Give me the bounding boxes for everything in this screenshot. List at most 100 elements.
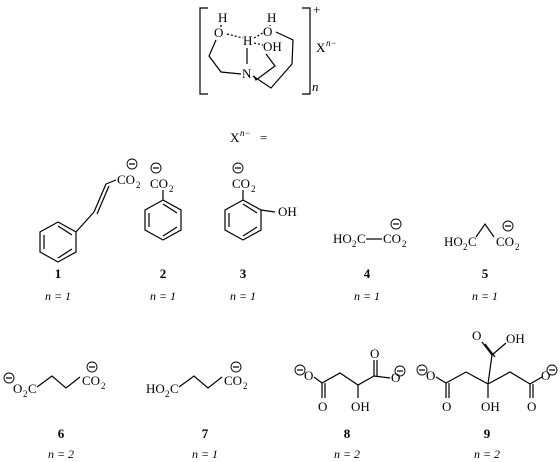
- charge-label: n = 1: [45, 289, 71, 303]
- svg-text:2: 2: [165, 389, 170, 399]
- charge-label: n = 1: [354, 289, 380, 303]
- atom-o-left: O: [214, 25, 223, 40]
- svg-text:C: C: [170, 381, 179, 396]
- compound-number: 2: [160, 266, 167, 281]
- anion-1-structure: CO 2: [39, 158, 141, 263]
- svg-text:2: 2: [101, 381, 106, 391]
- negative-charge-icon: [3, 372, 15, 384]
- svg-text:CO: CO: [383, 231, 401, 246]
- svg-text:2: 2: [169, 184, 174, 194]
- compound-labels: 1 n = 1 2 n = 1 3 n = 1 4 n = 1 5 n = 1 …: [45, 266, 500, 461]
- anion-2-structure: CO 2: [144, 162, 182, 241]
- svg-text:n−: n−: [240, 128, 251, 138]
- svg-text:2: 2: [352, 239, 357, 249]
- svg-text:CO: CO: [82, 373, 100, 388]
- negative-charge-icon: [390, 218, 402, 230]
- anion-definition: X n− =: [230, 128, 267, 145]
- arm-middle: [253, 53, 276, 81]
- negative-charge-icon: [86, 361, 98, 373]
- svg-text:HO: HO: [146, 381, 165, 396]
- svg-text:O: O: [472, 328, 481, 343]
- atom-o-right: O: [263, 24, 272, 39]
- left-bracket: [199, 7, 208, 95]
- benzene-ring: [144, 199, 182, 241]
- hbond-lower: [253, 42, 264, 46]
- svg-text:O: O: [318, 399, 327, 414]
- svg-text:CO: CO: [150, 176, 168, 191]
- svg-text:OH: OH: [481, 399, 500, 414]
- cation-charge: +: [313, 2, 320, 17]
- compound-number: 3: [240, 266, 247, 281]
- benzene-ring: [39, 221, 77, 263]
- svg-text:HO: HO: [333, 231, 352, 246]
- svg-text:O: O: [370, 346, 379, 361]
- hbond-right: [253, 32, 264, 39]
- negative-charge-icon: [126, 158, 138, 170]
- svg-text:CO: CO: [496, 234, 514, 249]
- cation-structure: + n H O H H O OH N: [199, 2, 320, 95]
- svg-text:n−: n−: [326, 38, 337, 48]
- compound-number: 9: [484, 426, 491, 441]
- anion-6-structure: O 2 C CO 2: [3, 361, 106, 399]
- svg-text:O: O: [391, 370, 400, 385]
- anion-3-structure: CO 2 OH: [224, 162, 297, 241]
- negative-charge-icon: [230, 361, 242, 373]
- charge-label: n = 2: [474, 447, 500, 461]
- arm-right: [252, 31, 294, 89]
- negative-charge-icon: [232, 162, 244, 174]
- cation-subscript: n: [312, 79, 319, 94]
- svg-text:O: O: [442, 399, 451, 414]
- svg-text:OH: OH: [351, 399, 370, 414]
- arm-left: [208, 39, 242, 75]
- svg-text:OH: OH: [278, 204, 297, 219]
- compound-number: 6: [58, 426, 65, 441]
- svg-text:HO: HO: [444, 234, 463, 249]
- atom-h-right: H: [267, 10, 276, 25]
- svg-text:C: C: [468, 234, 477, 249]
- svg-text:O: O: [426, 368, 435, 383]
- counter-ion-label: X n−: [316, 38, 337, 55]
- charge-label: n = 1: [472, 289, 498, 303]
- svg-text:O: O: [13, 381, 22, 396]
- svg-text:C: C: [357, 231, 366, 246]
- svg-text:CO: CO: [117, 172, 135, 187]
- compound-number: 8: [344, 426, 351, 441]
- atom-n: N: [242, 66, 252, 81]
- benzene-ring: [224, 199, 262, 241]
- negative-charge-icon: [546, 364, 558, 376]
- atom-oh: OH: [263, 39, 282, 54]
- svg-text:X: X: [230, 130, 240, 145]
- negative-charge-icon: [394, 365, 406, 377]
- svg-text:2: 2: [243, 381, 248, 391]
- anion-7-structure: HO 2 C CO 2: [146, 361, 248, 399]
- svg-text:2: 2: [463, 242, 468, 252]
- right-bracket: [302, 7, 311, 95]
- svg-text:2: 2: [23, 389, 28, 399]
- hbond-left: [226, 33, 244, 39]
- svg-text:CO: CO: [232, 176, 250, 191]
- charge-label: n = 2: [48, 447, 74, 461]
- charge-label: n = 1: [150, 289, 176, 303]
- charge-label: n = 1: [192, 447, 218, 461]
- svg-text:O: O: [304, 368, 313, 383]
- svg-text:2: 2: [402, 239, 407, 249]
- svg-text:O: O: [541, 368, 550, 383]
- negative-charge-icon: [502, 220, 514, 232]
- svg-text:OH: OH: [506, 331, 525, 346]
- svg-text:2: 2: [136, 180, 141, 190]
- svg-text:O: O: [527, 399, 536, 414]
- atom-h-center: H: [243, 33, 252, 48]
- svg-text:C: C: [28, 381, 37, 396]
- compound-number: 7: [202, 426, 209, 441]
- svg-text:2: 2: [251, 184, 256, 194]
- svg-text:2: 2: [515, 242, 520, 252]
- charge-label: n = 2: [334, 447, 360, 461]
- svg-text:=: =: [260, 130, 267, 145]
- anion-9-structure: O O OH O OH O O: [416, 328, 558, 414]
- atom-h-left: H: [218, 10, 227, 25]
- charge-label: n = 1: [230, 289, 256, 303]
- negative-charge-icon: [150, 162, 162, 174]
- svg-text:X: X: [316, 40, 326, 55]
- anion-4-structure: HO 2 C CO 2: [333, 218, 407, 249]
